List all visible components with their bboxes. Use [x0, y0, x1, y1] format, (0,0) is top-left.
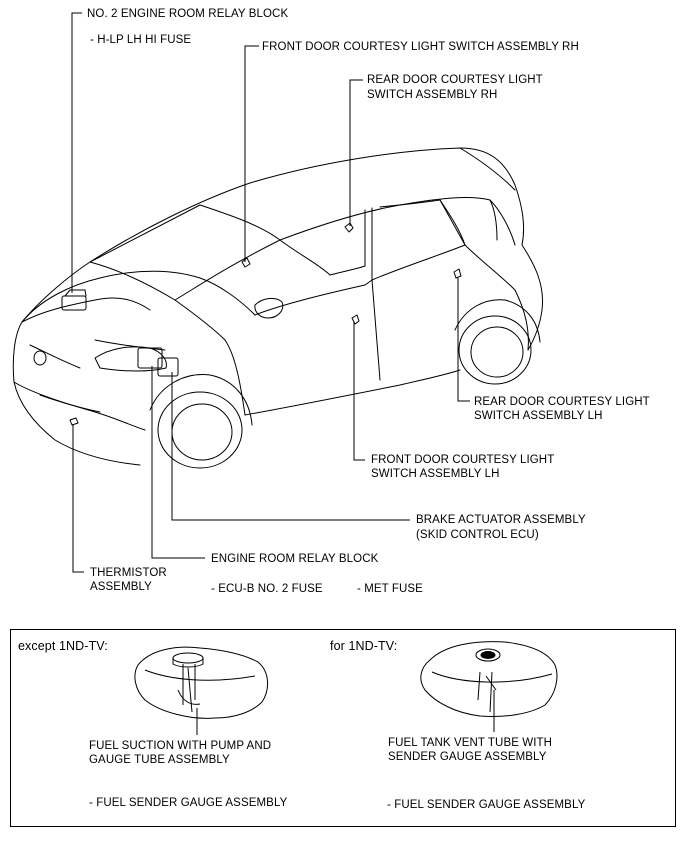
- thermistor-label-1: THERMISTOR: [90, 567, 167, 579]
- brake-actuator-label-2: (SKID CONTROL ECU): [416, 529, 539, 541]
- fuel-sender-panel: [10, 629, 676, 827]
- right-sub-label: - FUEL SENDER GAUGE ASSEMBLY: [387, 799, 586, 811]
- fuel-tank-left: [134, 646, 268, 719]
- panel-right-title: for 1ND-TV:: [330, 639, 398, 653]
- rear-door-lh-label-2: SWITCH ASSEMBLY LH: [474, 410, 603, 422]
- thermistor-label-2: ASSEMBLY: [90, 581, 152, 593]
- fuel-tank-right: [420, 641, 558, 717]
- rear-door-rh-label-1: REAR DOOR COURTESY LIGHT: [367, 74, 543, 86]
- rear-door-lh-label-1: REAR DOOR COURTESY LIGHT: [474, 396, 650, 408]
- right-part-label-1: FUEL TANK VENT TUBE WITH: [388, 737, 553, 749]
- right-part-label-2: SENDER GAUGE ASSEMBLY: [388, 751, 547, 763]
- front-door-lh-label-1: FRONT DOOR COURTESY LIGHT: [371, 454, 555, 466]
- engine-relay-block-label: ENGINE ROOM RELAY BLOCK: [211, 553, 379, 565]
- left-part-label-1: FUEL SUCTION WITH PUMP AND: [89, 740, 272, 752]
- panel-left-title: except 1ND-TV:: [18, 639, 108, 653]
- front-door-lh-label-2: SWITCH ASSEMBLY LH: [371, 468, 500, 480]
- left-part-label-2: GAUGE TUBE ASSEMBLY: [89, 754, 230, 766]
- met-fuse-label: - MET FUSE: [357, 583, 423, 595]
- relay-block-2-label: NO. 2 ENGINE ROOM RELAY BLOCK: [87, 8, 289, 20]
- left-sub-label: - FUEL SENDER GAUGE ASSEMBLY: [89, 797, 288, 809]
- rear-door-rh-label-2: SWITCH ASSEMBLY RH: [367, 89, 498, 101]
- ecub-fuse-label: - ECU-B NO. 2 FUSE: [211, 583, 323, 595]
- front-door-rh-label: FRONT DOOR COURTESY LIGHT SWITCH ASSEMBL…: [262, 41, 579, 53]
- brake-actuator-label-1: BRAKE ACTUATOR ASSEMBLY: [416, 514, 586, 526]
- hlp-fuse-label: - H-LP LH HI FUSE: [90, 34, 192, 46]
